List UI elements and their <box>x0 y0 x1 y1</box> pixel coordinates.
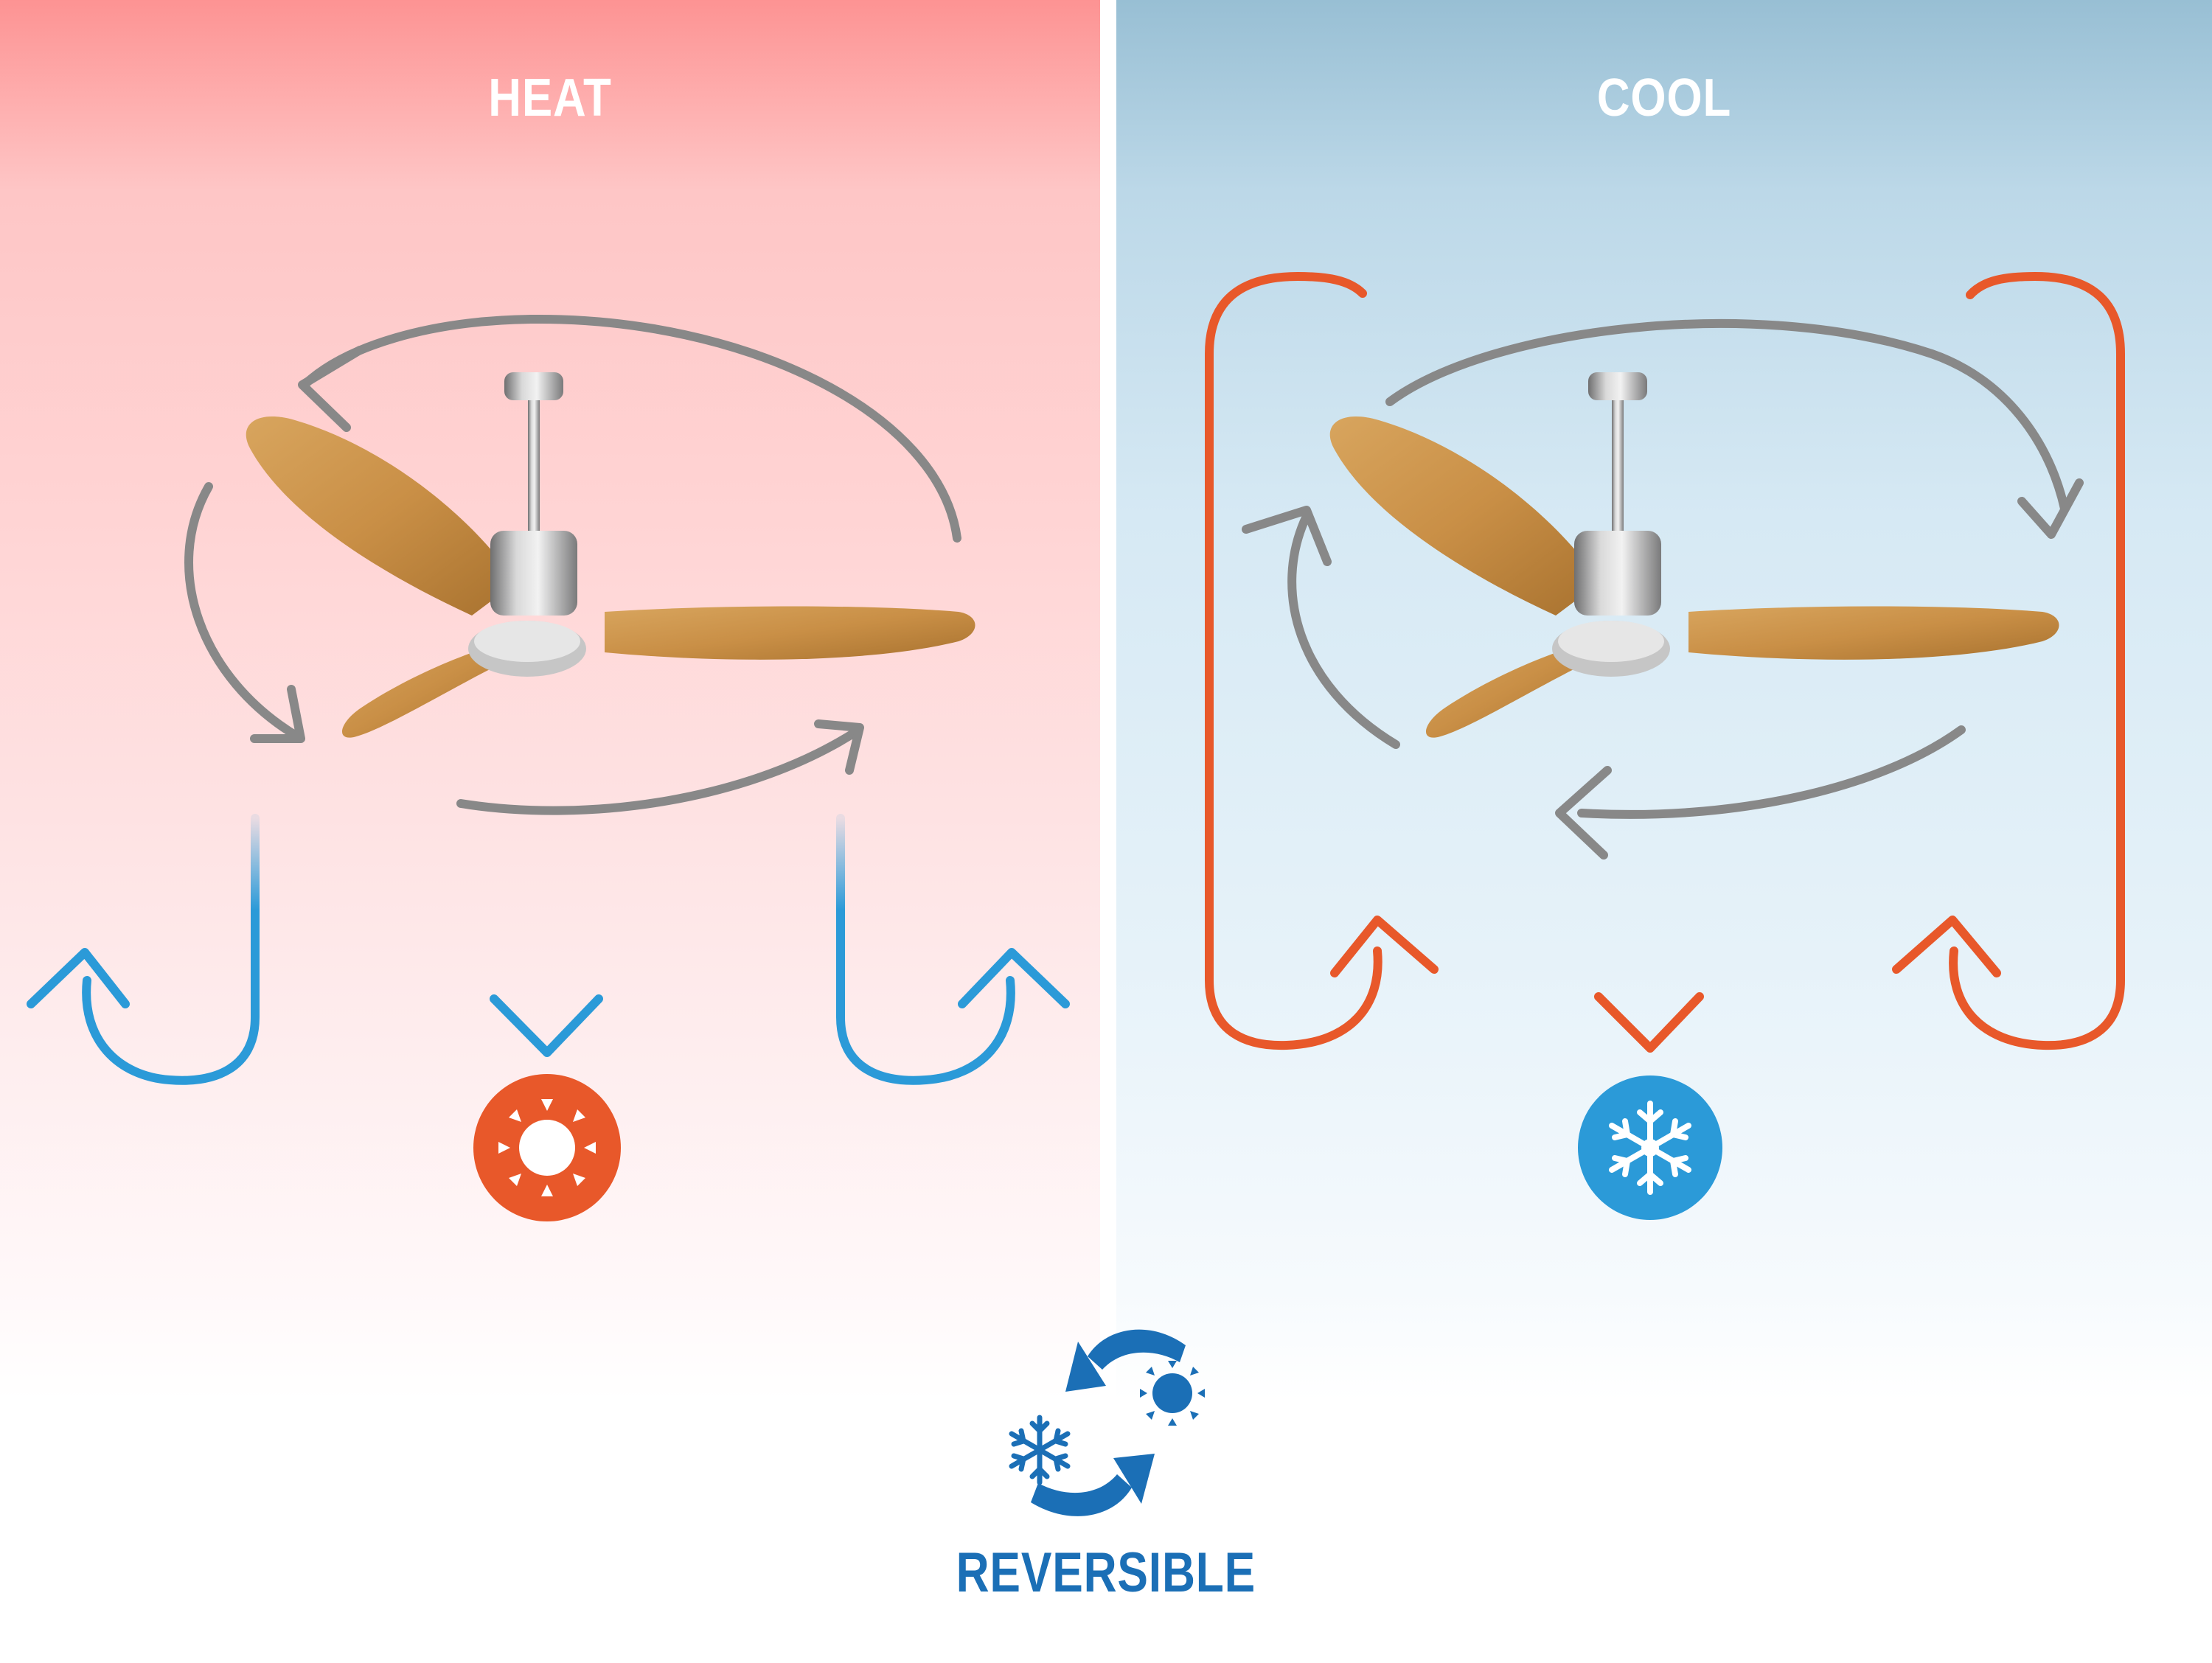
reversible-cycle-icon <box>1009 1329 1205 1516</box>
sun-icon <box>473 1074 621 1221</box>
heat-gray-circulation-arrows <box>184 314 961 815</box>
cool-title: COOL <box>1596 69 1732 128</box>
heat-blue-airflow-arrows <box>27 814 1070 1085</box>
cool-gray-circulation-arrows <box>1242 318 2084 860</box>
ceiling-fan-heat <box>246 372 975 738</box>
heat-title: HEAT <box>488 69 612 128</box>
ceiling-fan-cool <box>1329 372 2059 738</box>
snowflake-icon <box>1578 1075 1722 1220</box>
cool-orange-airflow-arrows <box>1205 272 2125 1053</box>
reversible-label: REVERSIBLE <box>956 1541 1256 1604</box>
